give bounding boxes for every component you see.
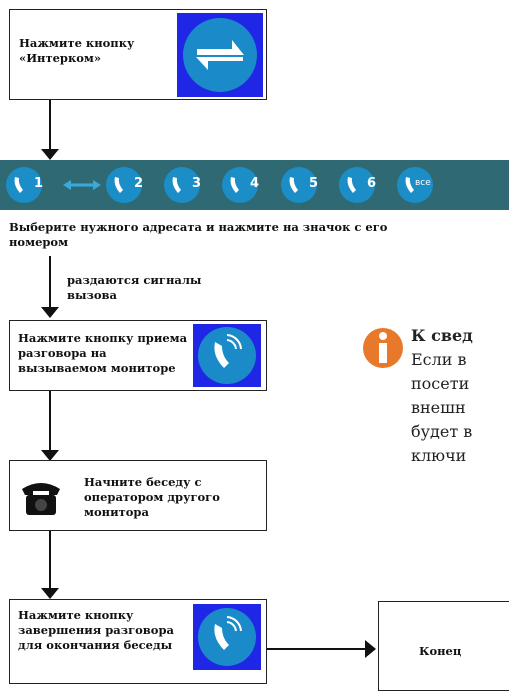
step-end-call-label: Нажмите кнопку завершения разговора для … xyxy=(18,608,174,652)
station-2-button[interactable] xyxy=(106,167,142,203)
step-select-label: Выберите нужного адресата и нажмите на з… xyxy=(9,220,388,249)
note-title: К свед xyxy=(411,326,473,345)
flow-arrow xyxy=(267,640,376,658)
station-all-button[interactable] xyxy=(397,167,433,203)
phone-waves-icon xyxy=(214,616,242,650)
flow-arrow xyxy=(41,531,59,599)
intercom-station-strip: 1 2 3 4 5 6 все xyxy=(0,160,509,210)
note-line: будет в xyxy=(411,422,473,441)
flow-arrow xyxy=(41,256,59,318)
step-intercom-box: Нажмите кнопку «Интерком» xyxy=(9,9,267,100)
flow-arrow xyxy=(41,391,59,461)
double-arrow-icon xyxy=(63,180,101,190)
step-accept-box: Нажмите кнопку приема разговора на вызыв… xyxy=(9,320,267,391)
step-accept-label: Нажмите кнопку приема разговора на вызыв… xyxy=(18,331,188,375)
station-4-button[interactable] xyxy=(222,167,258,203)
station-6-number: 6 xyxy=(367,176,377,191)
station-1-button[interactable] xyxy=(6,167,42,203)
station-1-number: 1 xyxy=(34,176,44,191)
step-talk-box: Начните беседу с оператором другого мони… xyxy=(9,460,267,531)
note-line: ключи xyxy=(411,446,467,465)
station-5-number: 5 xyxy=(309,176,319,191)
note-line: Если в xyxy=(411,350,467,369)
swap-arrows-icon xyxy=(196,40,244,70)
phone-waves-icon xyxy=(214,334,242,368)
station-4-number: 4 xyxy=(250,176,260,191)
accept-call-button[interactable] xyxy=(193,324,261,387)
flow-arrow xyxy=(41,100,59,160)
step-talk-label: Начните беседу с оператором другого мони… xyxy=(84,475,220,519)
end-label: Конец xyxy=(419,644,462,658)
station-6-button[interactable] xyxy=(339,167,375,203)
desk-phone-icon xyxy=(22,483,60,515)
end-box: Конец xyxy=(378,601,509,691)
ringing-note: раздаются сигналы вызова xyxy=(67,273,202,302)
info-icon xyxy=(363,328,403,368)
intercom-button[interactable] xyxy=(177,13,263,97)
station-all-label: все xyxy=(415,178,431,188)
station-3-number: 3 xyxy=(192,176,202,191)
station-5-button[interactable] xyxy=(281,167,317,203)
note-line: внешн xyxy=(411,398,466,417)
step-end-call-box: Нажмите кнопку завершения разговора для … xyxy=(9,599,267,684)
station-2-number: 2 xyxy=(134,176,144,191)
step-intercom-label: Нажмите кнопку «Интерком» xyxy=(19,36,135,65)
end-call-button[interactable] xyxy=(193,604,261,670)
note-line: посети xyxy=(411,374,470,393)
station-3-button[interactable] xyxy=(164,167,200,203)
